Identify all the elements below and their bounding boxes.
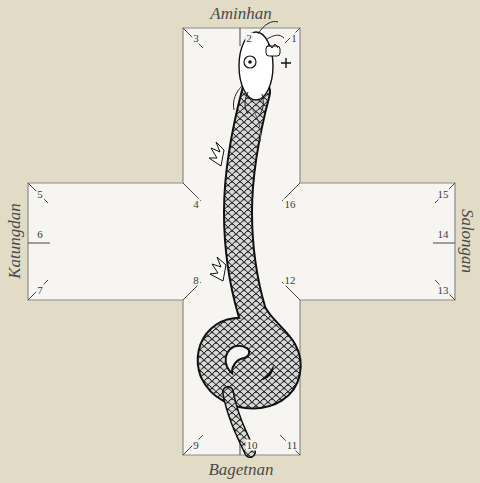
direction-label: Salongan [459,209,476,273]
callout-number: 5 [36,189,44,200]
callout-number: 1 [290,33,298,44]
callout-number: 3 [192,33,200,44]
callout-number: 2 [245,33,253,44]
cross-shape [28,28,455,455]
callout-number: 15 [437,189,450,200]
direction-label: Bagetnan [208,461,273,478]
callout-number: 11 [286,440,299,451]
callout-number: 14 [437,229,450,240]
callout-number: 10 [246,440,259,451]
callout-number: 8 [192,275,200,286]
callout-number: 6 [36,229,44,240]
callout-number: 4 [192,199,200,210]
division-lines [28,28,455,455]
callout-number: 16 [284,199,297,210]
callout-number: 13 [437,285,450,296]
direction-label: Katungdan [6,203,23,279]
direction-label: Aminhan [210,5,271,22]
callout-number: 7 [36,285,44,296]
naga-serpent [209,22,291,453]
callout-number: 9 [192,440,200,451]
callout-number: 12 [284,275,297,286]
